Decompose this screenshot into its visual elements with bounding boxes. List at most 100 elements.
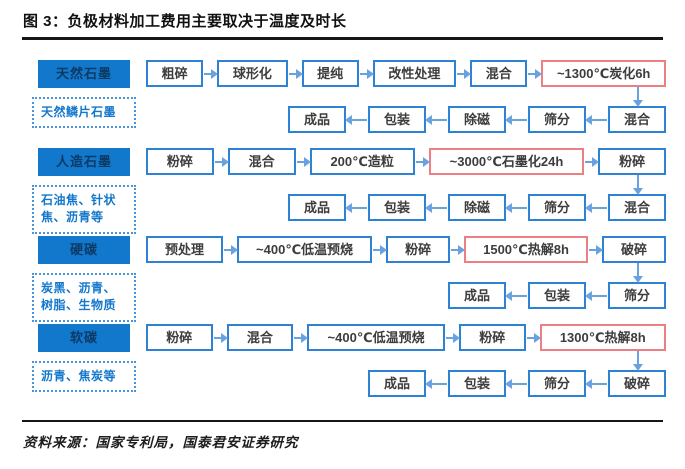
process-step: 改性处理	[372, 60, 457, 87]
figure-title: 图 3：负极材料加工费用主要取决于温度及时长	[23, 13, 347, 30]
process-step-highlight: 1300℃热解8h	[539, 324, 666, 351]
process-step: 成品	[368, 370, 426, 397]
category-label: 硬碳	[38, 236, 130, 264]
arrow-left-icon	[345, 202, 367, 213]
arrow-left-icon	[585, 114, 607, 125]
arrow-right-icon	[359, 68, 374, 79]
source-note: 资料来源：国家专利局，国泰君安证券研究	[23, 435, 299, 450]
category-label: 软碳	[38, 324, 130, 352]
arrow-right-icon	[445, 332, 460, 343]
arrow-right-icon	[288, 68, 303, 79]
process-step: 成品	[288, 194, 346, 221]
arrow-down-icon	[633, 351, 643, 371]
process-step: 成品	[288, 106, 346, 133]
process-step: 球形化	[217, 60, 288, 87]
process-step-highlight: ~3000℃石墨化24h	[428, 148, 585, 175]
label-column: 人造石墨石油焦、针状焦、沥青等	[32, 148, 136, 234]
category-label: 天然石墨	[38, 60, 130, 88]
process-step: 200℃造粒	[309, 148, 415, 175]
arrow-right-icon	[588, 244, 603, 255]
process-step: 混合	[227, 148, 296, 175]
arrow-left-icon	[585, 290, 607, 301]
process-step: 预处理	[146, 236, 224, 263]
process-step: ~400℃低温预烧	[237, 236, 373, 263]
process-step: 包装	[528, 282, 586, 309]
arrow-left-icon	[505, 290, 527, 301]
arrow-left-icon	[425, 114, 447, 125]
label-column: 天然石墨天然鳞片石墨	[32, 60, 136, 129]
arrow-right-icon	[214, 156, 229, 167]
arrow-left-icon	[425, 202, 447, 213]
arrow-left-icon	[585, 202, 607, 213]
arrow-right-icon	[373, 244, 388, 255]
process-step: 筛分	[528, 106, 586, 133]
arrow-down-icon	[633, 175, 643, 195]
arrow-right-icon	[296, 156, 311, 167]
flow-bottom-line: 成品包装除磁筛分混合	[146, 194, 666, 221]
process-step: 提纯	[301, 60, 359, 87]
process-step: 粉碎	[598, 148, 666, 175]
process-step: 混合	[608, 106, 666, 133]
process-step: 混合	[470, 60, 528, 87]
process-step: 破碎	[608, 370, 666, 397]
arrow-left-icon	[505, 202, 527, 213]
arrow-right-icon	[415, 156, 430, 167]
arrow-down-icon	[633, 87, 643, 107]
arrow-right-icon	[451, 244, 466, 255]
process-step: 除磁	[448, 194, 506, 221]
raw-materials-label: 沥青、焦炭等	[32, 361, 136, 393]
figure-page: 图 3：负极材料加工费用主要取决于温度及时长 天然石墨天然鳞片石墨粗碎球形化提纯…	[0, 8, 685, 451]
process-step: 包装	[368, 106, 426, 133]
process-step: 粗碎	[146, 60, 204, 87]
process-step: 包装	[368, 194, 426, 221]
figure-footer: 资料来源：国家专利局，国泰君安证券研究	[22, 420, 663, 451]
process-step: 筛分	[528, 370, 586, 397]
process-step-highlight: ~1300℃炭化6h	[541, 60, 667, 87]
arrow-right-icon	[294, 332, 309, 343]
arrow-down-icon	[633, 263, 643, 283]
process-step: 筛分	[608, 282, 666, 309]
flow-bottom-line: 成品包装筛分	[146, 282, 666, 309]
arrow-left-icon	[505, 114, 527, 125]
category-label: 人造石墨	[38, 148, 130, 176]
arrow-left-icon	[585, 378, 607, 389]
process-step: 破碎	[601, 236, 666, 263]
raw-materials-label: 天然鳞片石墨	[32, 97, 136, 129]
title-bar: 图 3：负极材料加工费用主要取决于温度及时长	[22, 8, 663, 40]
arrow-right-icon	[585, 156, 600, 167]
arrow-left-icon	[425, 378, 447, 389]
arrow-right-icon	[528, 68, 543, 79]
label-column: 硬碳炭黑、沥青、树脂、生物质	[32, 236, 136, 322]
process-step: ~400℃低温预烧	[307, 324, 445, 351]
process-step: 粉碎	[146, 148, 214, 175]
arrow-left-icon	[505, 378, 527, 389]
flow-bottom-line: 成品包装除磁筛分混合	[146, 106, 666, 133]
process-step: 筛分	[528, 194, 586, 221]
process-step: 除磁	[448, 106, 506, 133]
process-step: 成品	[448, 282, 506, 309]
process-step: 粉碎	[146, 324, 213, 351]
arrow-right-icon	[224, 244, 239, 255]
arrow-left-icon	[345, 114, 367, 125]
flow-top-line: 粗碎球形化提纯改性处理混合 ~1300℃炭化6h	[146, 60, 667, 87]
raw-materials-label: 石油焦、针状焦、沥青等	[32, 185, 136, 234]
flow-bottom-line: 成品包装筛分破碎	[146, 370, 666, 397]
arrow-right-icon	[457, 68, 472, 79]
process-step: 粉碎	[386, 236, 451, 263]
process-step: 混合	[608, 194, 666, 221]
process-step: 粉碎	[458, 324, 526, 351]
label-column: 软碳沥青、焦炭等	[32, 324, 136, 393]
process-step: 混合	[226, 324, 294, 351]
arrow-right-icon	[526, 332, 541, 343]
